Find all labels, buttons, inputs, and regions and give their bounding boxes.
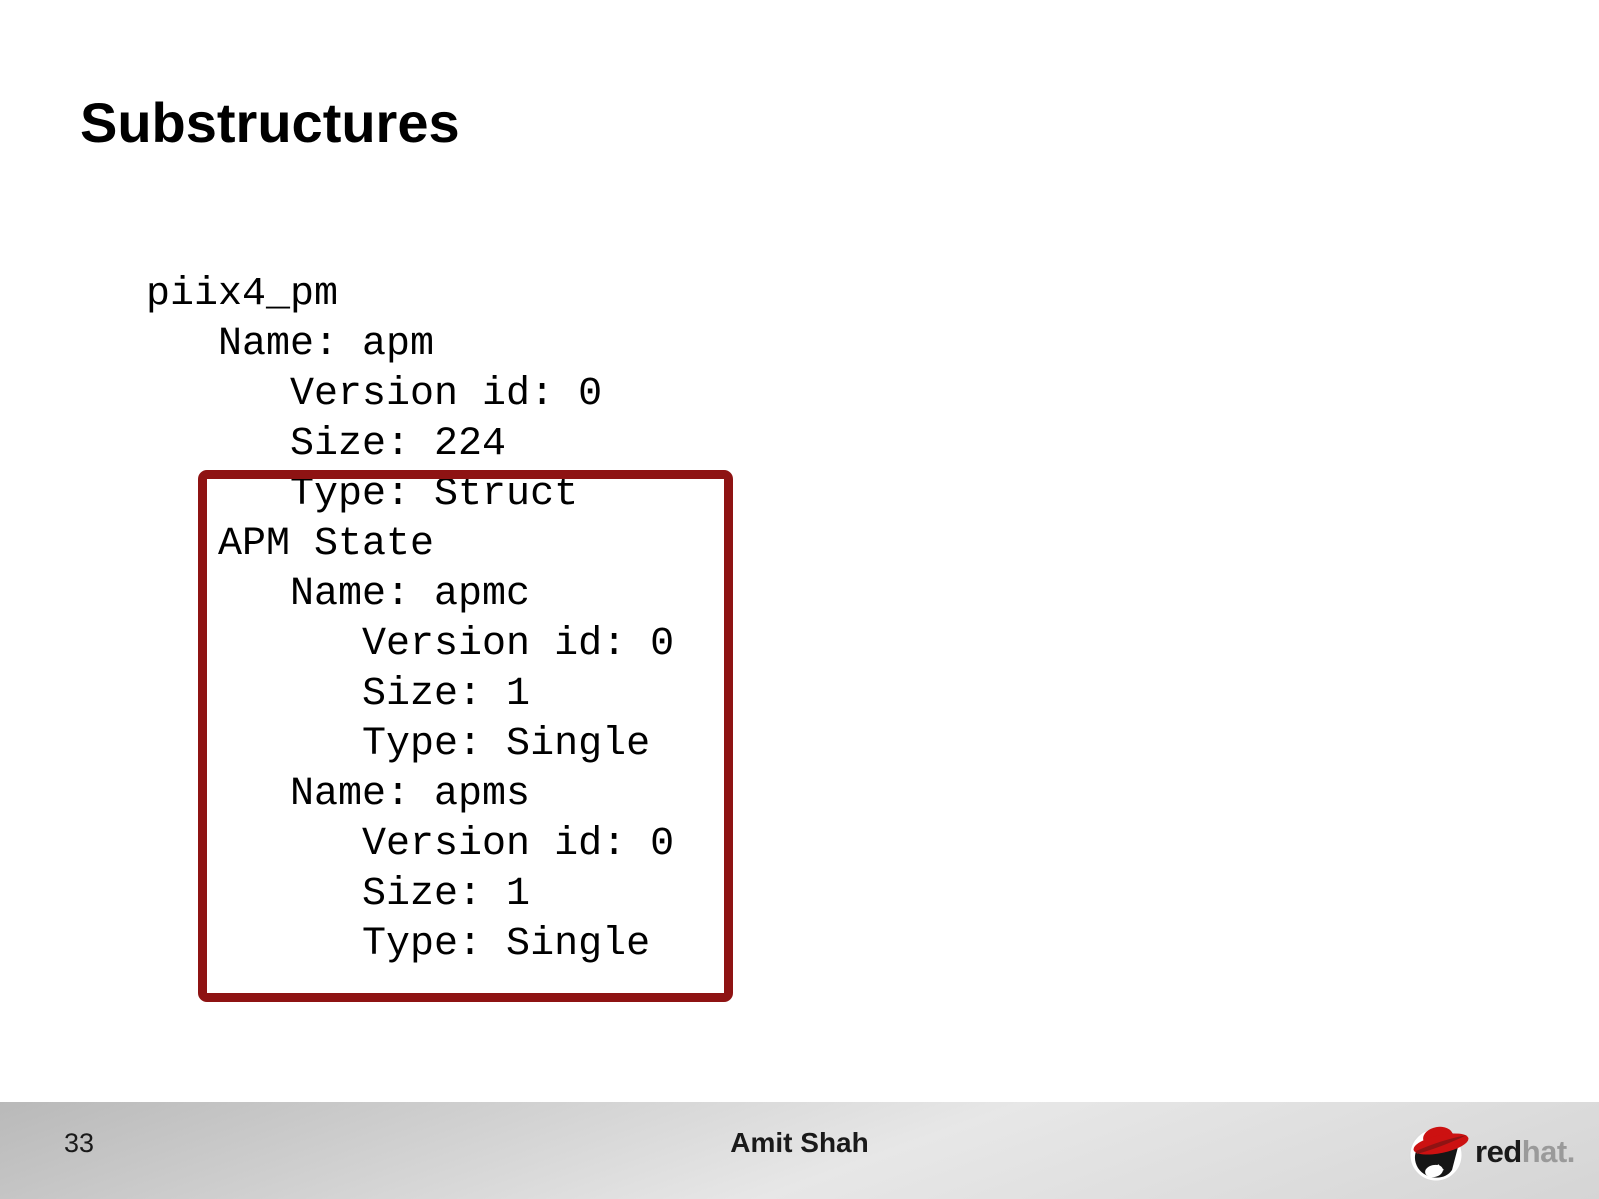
wordmark-dot: . — [1566, 1134, 1576, 1169]
footer-author: Amit Shah — [730, 1127, 869, 1158]
wordmark-red: red — [1475, 1134, 1522, 1169]
redhat-logo: redhat. — [1408, 1120, 1575, 1184]
footer: 33 Amit Shah redhat. — [0, 1102, 1599, 1199]
redhat-shadowman-icon — [1409, 1126, 1469, 1182]
page-title: Substructures — [80, 91, 460, 154]
redhat-wordmark: redhat. — [1475, 1134, 1575, 1170]
page-number: 33 — [64, 1128, 95, 1158]
structure-text: piix4_pm Name: apm Version id: 0 Size: 2… — [146, 272, 675, 967]
highlight-box — [198, 470, 733, 1002]
wordmark-hat: hat — [1521, 1134, 1568, 1169]
